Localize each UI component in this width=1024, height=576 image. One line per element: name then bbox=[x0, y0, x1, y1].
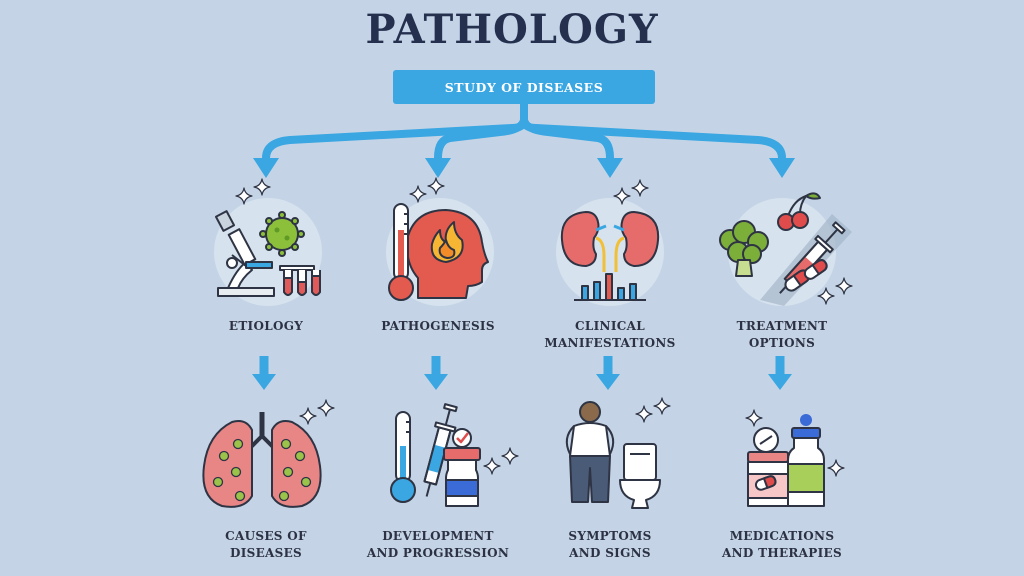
label-line: DISEASES bbox=[229, 546, 303, 560]
label-line: ETIOLOGY bbox=[228, 319, 304, 333]
broccoli-cherry-syringe-pills-icon bbox=[719, 192, 853, 306]
detail-label-causes: CAUSES OF DISEASES bbox=[166, 528, 366, 562]
label-line: CAUSES OF bbox=[225, 529, 307, 543]
label-line: AND PROGRESSION bbox=[366, 546, 510, 560]
medicine-bottles-icon bbox=[745, 409, 845, 507]
connector-arrows bbox=[262, 100, 786, 164]
thermometer-fever-head-icon bbox=[386, 177, 494, 306]
label-line: PATHOGENESIS bbox=[381, 319, 495, 333]
connector-arrowheads bbox=[253, 158, 795, 178]
level-two-arrows bbox=[252, 356, 792, 390]
lungs-icon bbox=[202, 399, 335, 508]
label-line: AND SIGNS bbox=[569, 546, 651, 560]
label-line: AND THERAPIES bbox=[722, 546, 842, 560]
detail-label-development: DEVELOPMENT AND PROGRESSION bbox=[338, 528, 538, 562]
page-title: PATHOLOGY bbox=[365, 6, 659, 53]
kidneys-chart-icon bbox=[556, 179, 664, 306]
detail-label-symptoms: SYMPTOMS AND SIGNS bbox=[510, 528, 710, 562]
person-toilet-icon bbox=[565, 397, 671, 509]
label-line: OPTIONS bbox=[748, 336, 816, 350]
category-label-clinical-manifestations: CLINICAL MANIFESTATIONS bbox=[510, 318, 710, 352]
label-line: DEVELOPMENT bbox=[382, 529, 494, 543]
label-line: CLINICAL bbox=[575, 319, 645, 333]
label-line: SYMPTOMS bbox=[568, 529, 652, 543]
microscope-virus-icon bbox=[214, 178, 322, 306]
label-line: MANIFESTATIONS bbox=[544, 336, 676, 350]
label-line: TREATMENT bbox=[736, 319, 828, 333]
category-label-treatment-options: TREATMENT OPTIONS bbox=[682, 318, 882, 352]
subtitle-banner: STUDY OF DISEASES bbox=[393, 70, 655, 104]
label-line: MEDICATIONS bbox=[729, 529, 835, 543]
syringe-vial-icon bbox=[390, 403, 519, 507]
detail-label-medications: MEDICATIONS AND THERAPIES bbox=[682, 528, 882, 562]
category-label-pathogenesis: PATHOGENESIS bbox=[338, 318, 538, 335]
category-label-etiology: ETIOLOGY bbox=[166, 318, 366, 335]
